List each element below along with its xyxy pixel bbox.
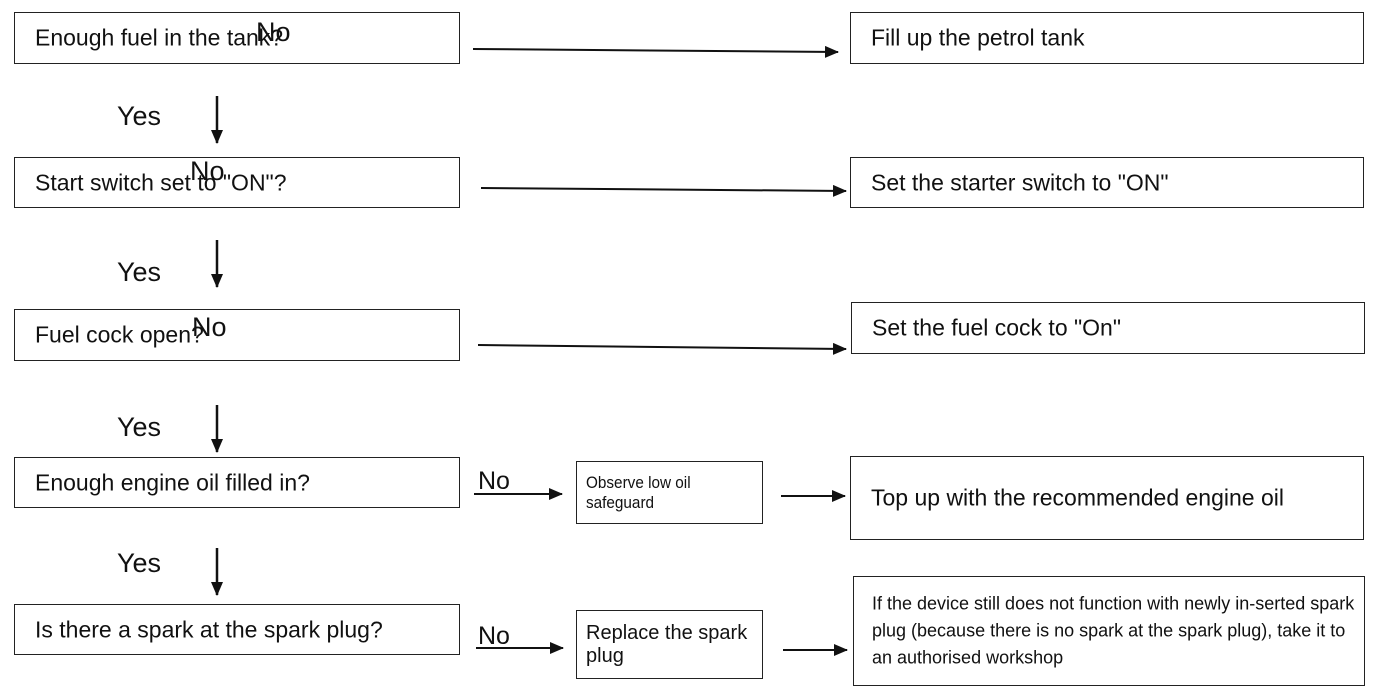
question-box-start-switch: Start switch set to "ON"?	[14, 157, 460, 208]
question-text: Start switch set to "ON"?	[35, 169, 287, 195]
no-label: No	[256, 17, 291, 47]
question-text: Enough fuel in the tank?	[35, 24, 284, 51]
question-box-engine-oil: Enough engine oil filled in?	[14, 457, 460, 508]
no-arrow-1	[472, 45, 839, 58]
action-box-fill-tank: Fill up the petrol tank	[850, 12, 1364, 64]
yes-label: Yes	[117, 412, 162, 442]
no-arrow-3	[477, 342, 847, 355]
yes-label: Yes	[117, 257, 162, 287]
yes-label: Yes	[117, 101, 162, 131]
intermediate-text: Replace the spark plug	[586, 621, 748, 667]
action-text: Fill up the petrol tank	[871, 24, 1085, 51]
intermediate-box-low-oil: Observe low oil safeguard	[576, 461, 763, 524]
yes-label: Yes	[117, 548, 162, 578]
no-label: No	[478, 467, 510, 495]
no-label: No	[478, 622, 510, 650]
action-box-starter-switch: Set the starter switch to "ON"	[850, 157, 1364, 208]
action-box-fuel-cock: Set the fuel cock to "On"	[851, 302, 1365, 354]
action-box-top-up-oil: Top up with the recommended engine oil	[850, 456, 1364, 540]
question-text: Enough engine oil filled in?	[35, 469, 310, 495]
action-box-workshop: If the device still does not function wi…	[853, 576, 1365, 686]
question-text: Fuel cock open?	[35, 321, 204, 348]
no-arrow-2	[480, 184, 847, 197]
question-box-fuel-tank: Enough fuel in the tank?	[14, 12, 460, 64]
action-text: If the device still does not function wi…	[872, 593, 1355, 668]
action-text: Top up with the recommended engine oil	[871, 484, 1284, 511]
no-label: No	[190, 156, 225, 186]
no-label: No	[192, 312, 227, 342]
action-text: Set the starter switch to "ON"	[871, 169, 1169, 195]
intermediate-text: Observe low oil safeguard	[586, 472, 691, 512]
question-box-fuel-cock: Fuel cock open?	[14, 309, 460, 361]
intermediate-box-replace-plug: Replace the spark plug	[576, 610, 763, 679]
action-text: Set the fuel cock to "On"	[872, 314, 1122, 341]
question-box-spark: Is there a spark at the spark plug?	[14, 604, 460, 655]
question-text: Is there a spark at the spark plug?	[35, 616, 383, 642]
